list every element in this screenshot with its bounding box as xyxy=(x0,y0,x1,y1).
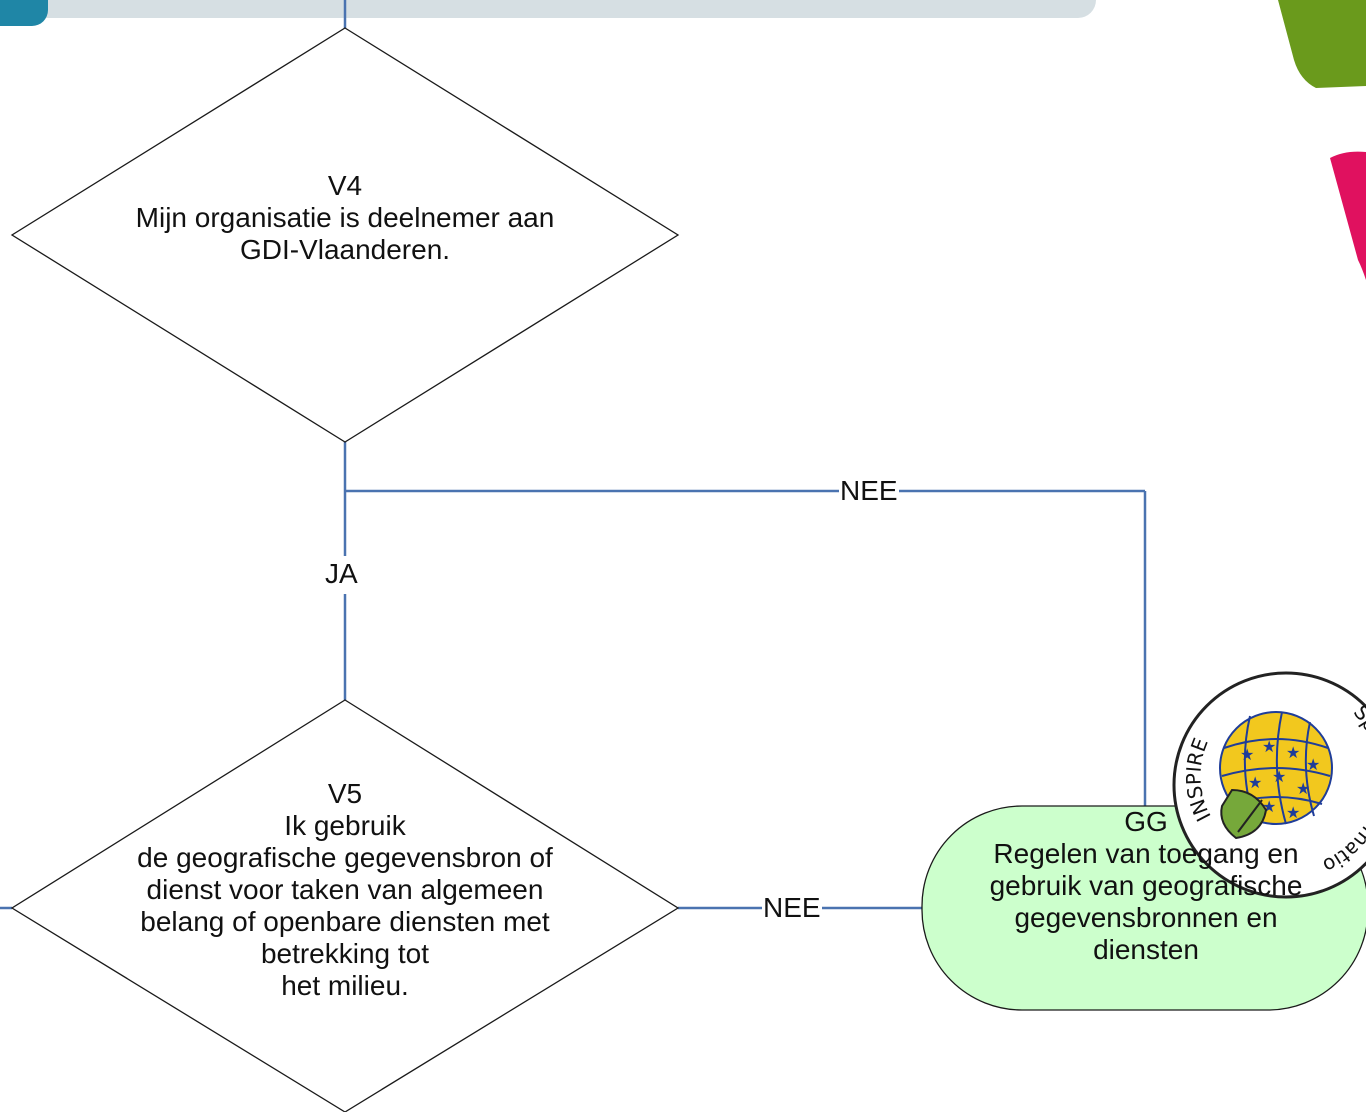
v4-node-label: V4 Mijn organisatie is deelnemer aan GDI… xyxy=(60,170,630,266)
header-band xyxy=(0,0,1096,18)
svg-text:★: ★ xyxy=(1306,755,1320,774)
v5-node-label: V5 Ik gebruik de geografische gegevensbr… xyxy=(40,778,650,1002)
edge-label-v4-ja: JA xyxy=(324,558,359,590)
gg-text-line-1: Regelen van toegang en xyxy=(993,838,1299,869)
v5-text-line-6: het milieu. xyxy=(281,970,409,1001)
header-tab xyxy=(0,0,48,26)
v5-text-line-2: de geografische gegevensbron of xyxy=(137,842,553,873)
svg-text:★: ★ xyxy=(1286,803,1300,822)
logo-stars: ★★★★ ★★★ ★★ xyxy=(1240,737,1320,822)
svg-text:★: ★ xyxy=(1240,745,1254,764)
v5-text-line-1: Ik gebruik xyxy=(284,810,406,841)
gg-node-label: GG Regelen van toegang en gebruik van ge… xyxy=(926,806,1366,966)
edge-label-v4-nee: NEE xyxy=(839,475,899,507)
v5-text-line-3: dienst voor taken van algemeen xyxy=(146,874,544,905)
v4-code: V4 xyxy=(327,170,363,201)
v5-text-line-5: betrekking tot xyxy=(260,938,430,969)
edge-label-v5-nee: NEE xyxy=(762,892,822,924)
v4-text-line-1: Mijn organisatie is deelnemer aan xyxy=(135,202,555,233)
v5-text-line-4: belang of openbare diensten met xyxy=(140,906,550,937)
svg-text:★: ★ xyxy=(1262,737,1276,756)
v4-decision-diamond xyxy=(10,27,680,443)
gg-code: GG xyxy=(1124,806,1168,837)
gg-text-line-2: gebruik van geografische xyxy=(989,870,1303,901)
logo-leaf-vein xyxy=(1237,799,1263,833)
svg-text:★: ★ xyxy=(1296,779,1310,798)
gg-text-line-3: gegevensbronnen en xyxy=(1014,902,1278,933)
v4-text-line-2: GDI-Vlaanderen. xyxy=(239,234,451,265)
v5-decision-diamond xyxy=(10,699,680,1112)
deco-magenta-shape xyxy=(1330,151,1366,280)
svg-text:★: ★ xyxy=(1248,773,1262,792)
v5-code: V5 xyxy=(327,778,363,809)
deco-green-shape xyxy=(1278,0,1366,88)
svg-text:★: ★ xyxy=(1272,767,1286,786)
gg-text-line-4: diensten xyxy=(1093,934,1199,965)
logo-leaf xyxy=(1220,788,1268,840)
svg-text:★: ★ xyxy=(1286,743,1300,762)
